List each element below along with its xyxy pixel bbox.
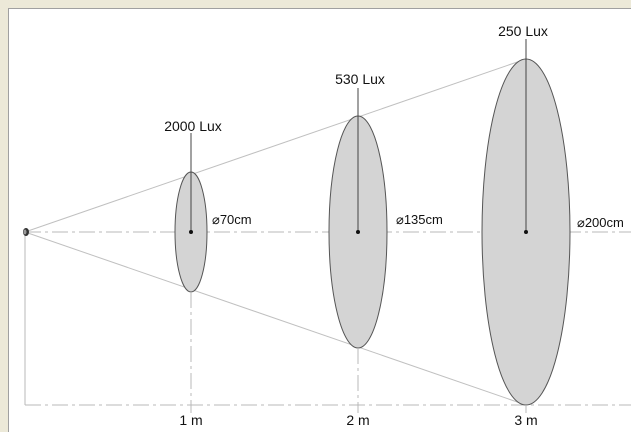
- diameter-label-3m: ⌀200cm: [577, 215, 624, 230]
- distance-label-1m: 1 m: [179, 412, 202, 428]
- diagram-canvas: 2000 Lux 530 Lux 250 Lux ⌀70cm ⌀135cm ⌀2…: [8, 8, 631, 432]
- distance-label-3m: 3 m: [514, 412, 537, 428]
- diameter-label-2m: ⌀135cm: [396, 212, 443, 227]
- beam-upper-line: [24, 58, 527, 233]
- beam-spread-diagram: 2000 Lux 530 Lux 250 Lux ⌀70cm ⌀135cm ⌀2…: [23, 23, 631, 428]
- center-dot-1m: [189, 230, 193, 234]
- diameter-label-1m: ⌀70cm: [212, 212, 252, 227]
- beam-lower-line: [24, 231, 527, 406]
- lux-label-1m: 2000 Lux: [164, 118, 222, 134]
- light-source-icon: [23, 228, 29, 236]
- lux-label-2m: 530 Lux: [335, 71, 385, 87]
- center-dot-3m: [524, 230, 528, 234]
- center-dot-2m: [356, 230, 360, 234]
- distance-label-2m: 2 m: [346, 412, 369, 428]
- lux-label-3m: 250 Lux: [498, 23, 548, 39]
